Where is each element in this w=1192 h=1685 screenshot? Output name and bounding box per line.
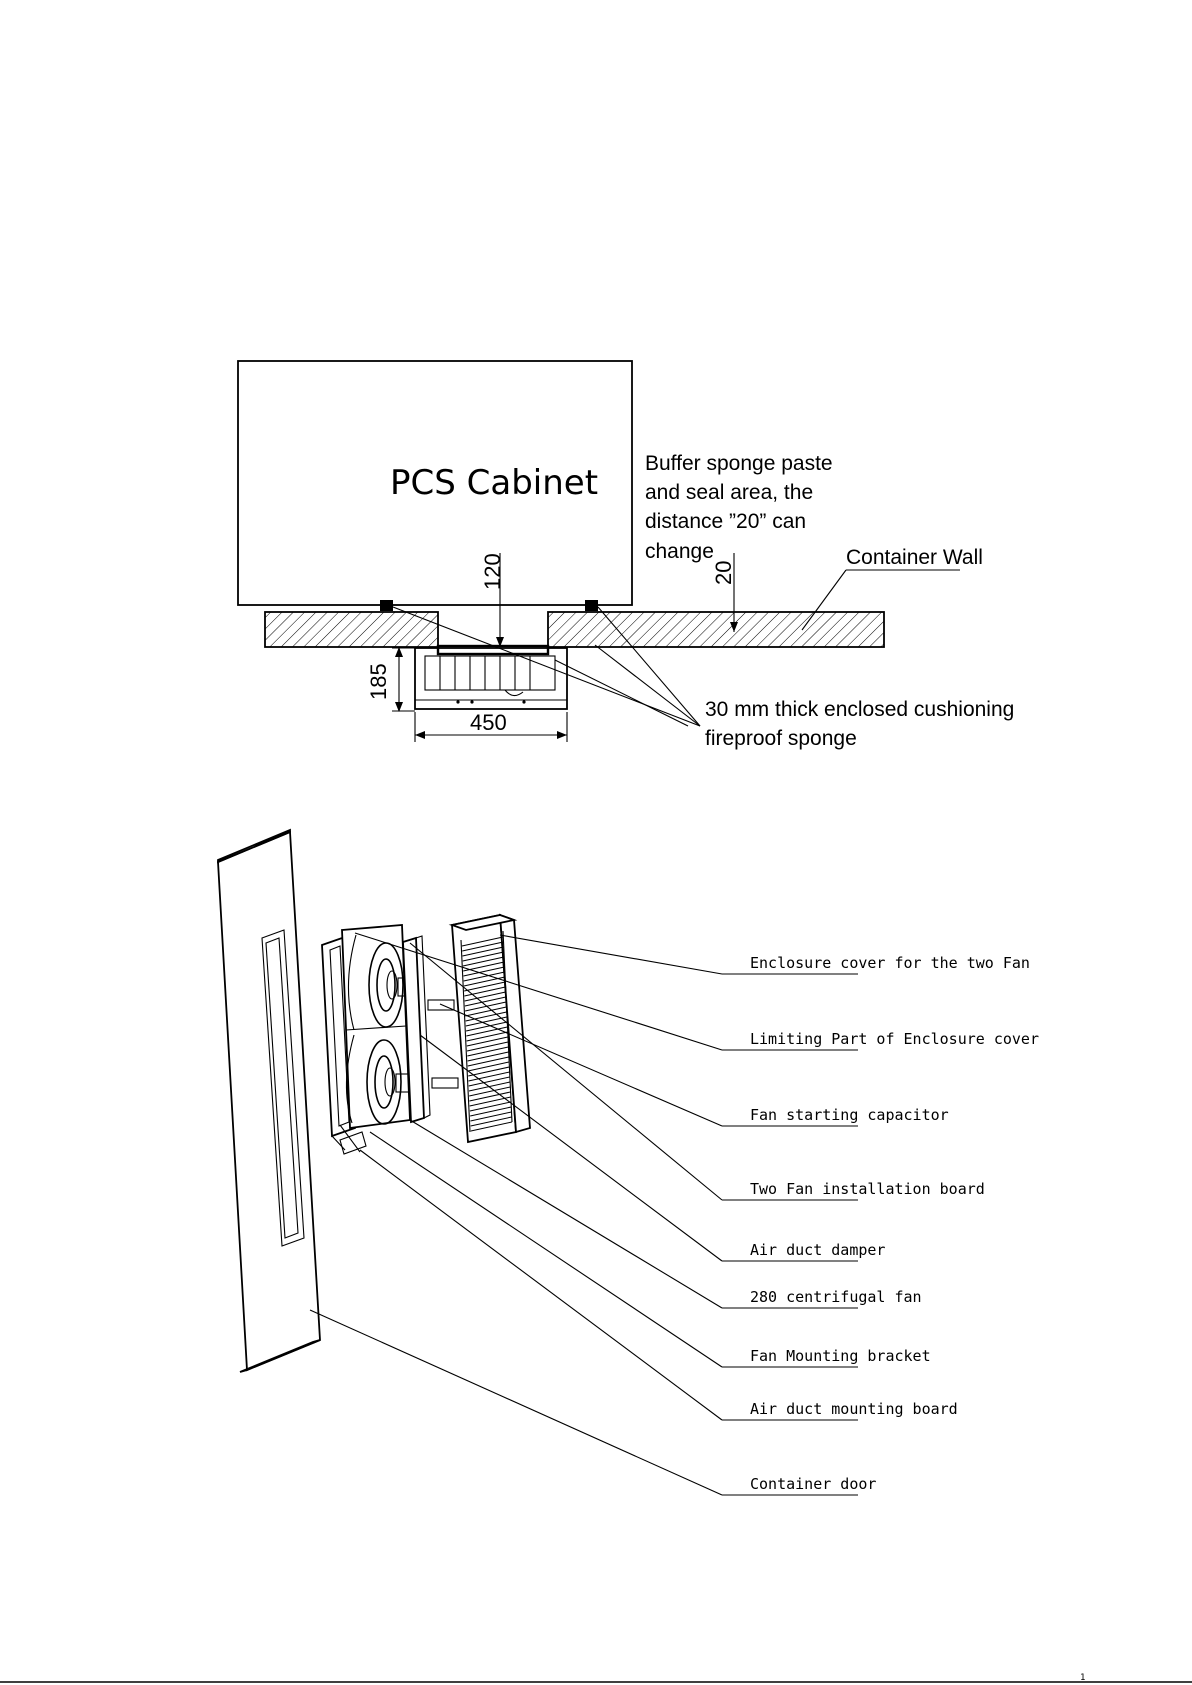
container-door — [217, 828, 321, 1373]
grille-slat — [464, 981, 506, 992]
grille-slat — [463, 971, 505, 982]
pcs-cabinet — [237, 360, 633, 606]
grille-slat — [462, 956, 505, 967]
buffer-note-1: Buffer sponge paste — [645, 452, 833, 475]
footer-mark: 1 — [1080, 1673, 1085, 1683]
grille-slat — [465, 1021, 508, 1032]
dim-20: 20 — [711, 561, 736, 585]
grille-slat — [469, 1086, 511, 1097]
dim-120: 120 — [480, 553, 505, 590]
grille-slat — [467, 1061, 510, 1072]
exploded-view: Enclosure cover for the two Fan Limiting… — [217, 828, 1039, 1496]
grille-slat — [466, 1041, 509, 1052]
sponge-note-2: fireproof sponge — [705, 727, 857, 750]
label-fan-capacitor: Fan starting capacitor — [750, 1106, 949, 1124]
cabinet-label: PCS Cabinet — [390, 463, 598, 503]
fan-installation-board — [402, 935, 431, 1124]
buffer-note-2: and seal area, the — [645, 481, 813, 504]
sponge-note-1: 30 mm thick enclosed cushioning — [705, 698, 1014, 721]
label-limiting-part: Limiting Part of Enclosure cover — [750, 1030, 1039, 1048]
container-wall-left — [264, 611, 439, 648]
grille-slat — [470, 1106, 512, 1117]
centrifugal-fans — [341, 924, 413, 1130]
grille-slat — [470, 1121, 512, 1132]
grille-slat — [467, 1046, 509, 1057]
grille-slat — [469, 1101, 512, 1112]
sponge-block-right — [585, 600, 598, 611]
grille-slat — [462, 941, 504, 952]
dim-450: 450 — [470, 710, 507, 735]
enclosure-cover — [448, 913, 531, 1144]
label-air-duct-damper: Air duct damper — [750, 1241, 885, 1259]
grille-slat — [465, 1001, 507, 1012]
top-view: PCS Cabinet 120 — [237, 360, 1014, 750]
label-air-duct-mounting-board: Air duct mounting board — [750, 1400, 958, 1418]
dim-185: 185 — [366, 663, 391, 700]
label-enclosure-cover: Enclosure cover for the two Fan — [750, 954, 1030, 972]
grille-slat — [470, 1116, 512, 1127]
grille-slat — [465, 1011, 507, 1022]
grille-slat — [469, 1091, 511, 1102]
grille-slat — [464, 986, 506, 997]
grille-slat — [465, 1016, 507, 1027]
grille-slat — [467, 1051, 509, 1062]
buffer-note-3: distance ”20” can — [645, 510, 806, 533]
label-centrifugal-fan: 280 centrifugal fan — [750, 1288, 922, 1306]
grille-slat — [469, 1096, 511, 1107]
grille-slat — [464, 996, 506, 1007]
sponge-block-left — [380, 600, 393, 611]
grille-slat — [465, 1006, 507, 1017]
grille-slat — [466, 1036, 508, 1047]
grille-slat — [466, 1026, 508, 1037]
fan-starting-capacitors — [427, 999, 459, 1089]
grille-slat — [468, 1071, 510, 1082]
grille-slat — [464, 991, 506, 1002]
grille-slat — [462, 946, 504, 957]
grille-slat — [466, 1031, 508, 1042]
grille-slat — [468, 1076, 510, 1087]
callout-labels: Enclosure cover for the two Fan Limiting… — [750, 954, 1039, 1493]
grille-slat — [467, 1056, 509, 1067]
grille-slat — [470, 1111, 512, 1122]
label-fan-installation-board: Two Fan installation board — [750, 1180, 985, 1198]
grille-slat — [461, 936, 504, 947]
grille-slat — [462, 951, 504, 962]
label-fan-mounting-bracket: Fan Mounting bracket — [750, 1347, 931, 1365]
grille-slat — [468, 1066, 510, 1077]
grille-slat — [463, 966, 505, 977]
buffer-note-4: change — [645, 540, 714, 563]
container-wall-right — [547, 611, 885, 648]
container-wall-label: Container Wall — [846, 546, 983, 569]
leader-lines — [309, 932, 858, 1496]
fan-enclosure-top — [414, 644, 568, 710]
label-container-door: Container door — [750, 1475, 876, 1493]
